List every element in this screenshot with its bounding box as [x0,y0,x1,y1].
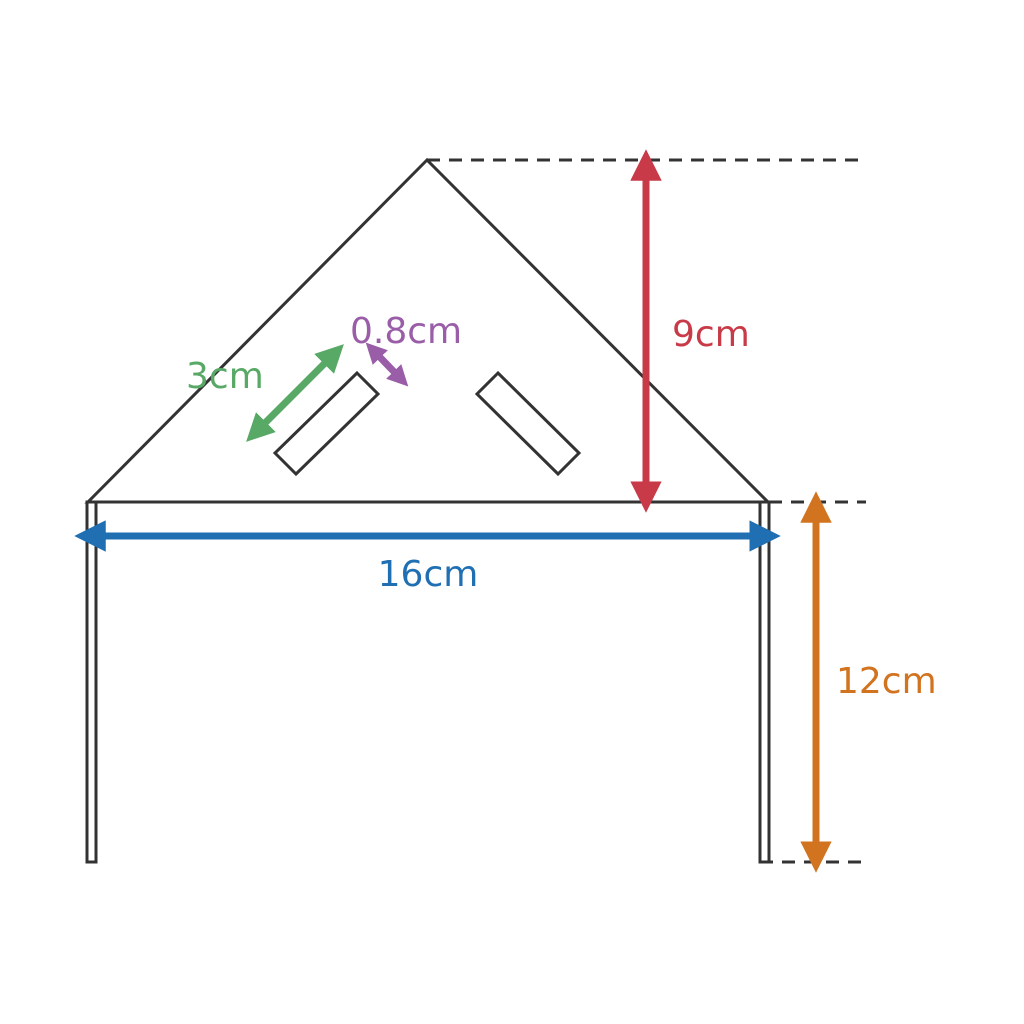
dimension-arrow-0-8cm [365,342,409,387]
wall-left [85,500,98,864]
dimension-label-12cm: 12cm [836,661,937,702]
wall-right [758,500,771,864]
dimension-label-3cm: 3cm [186,356,264,397]
dimension-label-9cm: 9cm [672,314,750,355]
dimension-label-0-8cm: 0.8cm [350,311,462,352]
dimension-arrow-3cm [246,344,344,442]
dimension-label-16cm: 16cm [378,554,479,595]
roof-slot-right [474,370,582,477]
